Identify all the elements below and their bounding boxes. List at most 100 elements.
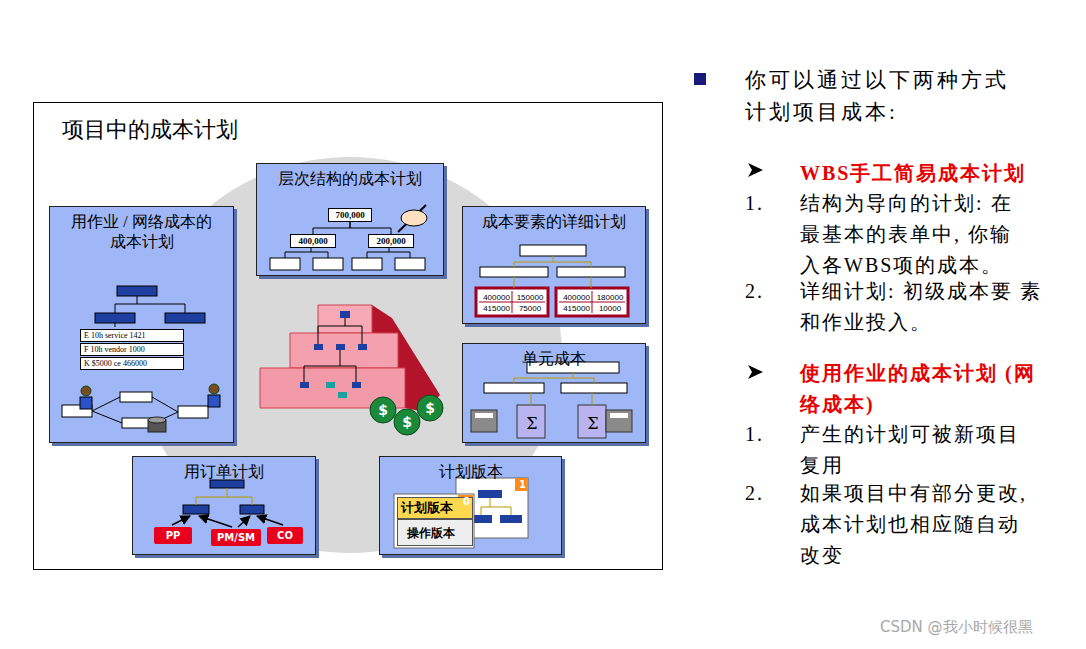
leader-line bbox=[285, 247, 311, 258]
illustration-box bbox=[610, 413, 628, 418]
illustration-circle bbox=[209, 384, 219, 394]
sum-symbol: Σ bbox=[520, 415, 544, 433]
illustration-box bbox=[520, 245, 586, 256]
illustration bbox=[62, 73, 763, 548]
node-text: 单元成本 bbox=[463, 344, 645, 369]
writing-hand bbox=[401, 210, 427, 226]
box-fill bbox=[49, 206, 234, 443]
illustration-box bbox=[80, 397, 92, 409]
order-tag: PP bbox=[154, 527, 192, 544]
illustration-circle bbox=[81, 386, 91, 396]
illustration-box bbox=[240, 505, 264, 514]
box-fill bbox=[256, 163, 444, 276]
leader-line bbox=[318, 318, 345, 344]
bullet-arrow bbox=[748, 163, 763, 177]
body-text: 1. bbox=[745, 419, 785, 450]
tree-connector bbox=[313, 222, 350, 234]
illustration-box bbox=[208, 395, 220, 407]
node-text: 400,000 bbox=[291, 235, 335, 247]
leader-line bbox=[481, 498, 490, 515]
leader-line bbox=[152, 397, 178, 412]
illustration-box bbox=[183, 505, 209, 514]
coin-stack bbox=[148, 417, 166, 423]
cost-box: 200,000 bbox=[368, 234, 414, 248]
illustration-box bbox=[475, 413, 493, 418]
leader-line bbox=[367, 247, 389, 258]
leader-line bbox=[340, 366, 356, 382]
leader-line bbox=[398, 205, 426, 232]
illustration-box bbox=[178, 406, 208, 418]
illustration-box bbox=[314, 344, 323, 350]
pyramid-shape bbox=[290, 333, 398, 368]
node-text: 计划版本 bbox=[380, 457, 561, 482]
illustration-box bbox=[117, 286, 157, 296]
illustration-box bbox=[517, 405, 545, 438]
illustration-box bbox=[471, 410, 497, 432]
connectors bbox=[313, 222, 391, 234]
leader-line bbox=[196, 488, 227, 505]
illustration-box bbox=[476, 288, 548, 316]
table-cell: 415000 bbox=[560, 303, 593, 314]
order-tag: CO bbox=[267, 527, 303, 544]
method-box: 计划版本计划版本操作版本01 bbox=[379, 456, 562, 555]
bullet-square bbox=[694, 73, 706, 85]
tree-connector bbox=[350, 222, 391, 234]
node-text: 用作业 / 网络成本的 成本计划 bbox=[50, 207, 233, 252]
leader-line bbox=[591, 277, 592, 288]
leader-line bbox=[592, 393, 593, 405]
illustration-box bbox=[300, 382, 309, 388]
leader-line bbox=[514, 373, 573, 383]
illustration-box bbox=[557, 267, 625, 277]
illustration-box bbox=[352, 382, 361, 388]
box-fill bbox=[132, 456, 316, 555]
version-number: 1 bbox=[516, 479, 529, 491]
method-box: 单元成本ΣΣ bbox=[462, 343, 646, 443]
version-number: 0 bbox=[459, 496, 474, 508]
table-cell: 400000 bbox=[480, 292, 513, 303]
node-text: E 10h service 1421 bbox=[81, 330, 183, 341]
leader-line bbox=[514, 277, 515, 288]
bullet-arrow bbox=[748, 365, 763, 379]
node-text: 层次结构的成本计划 bbox=[257, 164, 443, 189]
leader-line bbox=[573, 378, 594, 383]
illustration-box bbox=[578, 405, 606, 438]
node-text: 计划版本 bbox=[398, 498, 472, 518]
node-text: 200,000 bbox=[369, 235, 413, 247]
node-text: 操作版本 bbox=[398, 520, 472, 541]
table-cell: 75000 bbox=[514, 303, 546, 314]
illustration-box bbox=[395, 258, 425, 270]
leader-line bbox=[514, 256, 553, 267]
body-text: 详细计划: 初级成本要 素 和作业投入。 bbox=[800, 276, 1055, 338]
leader-line bbox=[115, 323, 116, 327]
activity-row: F 10h vendor 1000 bbox=[80, 343, 184, 356]
body-text: 结构为导向的计划: 在 最基本的表单中, 你输 入各WBS项的成本。 bbox=[800, 188, 1055, 281]
illustration-box bbox=[338, 392, 347, 398]
table-cell: 415000 bbox=[480, 303, 513, 314]
box-fill bbox=[462, 343, 646, 443]
node-text: 用订单计划 bbox=[133, 457, 315, 482]
illustration-box bbox=[561, 383, 627, 393]
activity-row: K $5000 ce 466000 bbox=[80, 357, 184, 370]
box-fill bbox=[379, 456, 562, 555]
diagram-panel: 项目中的成本计划层次结构的成本计划700,000400,000200,000用作… bbox=[33, 102, 663, 570]
node-text: PP bbox=[154, 527, 192, 544]
table-cell: 10000 bbox=[594, 303, 626, 314]
plan-version-card: 计划版本 bbox=[397, 497, 473, 519]
illustration-box bbox=[480, 267, 548, 277]
illustration-box bbox=[484, 383, 544, 393]
dollar-sign: $ bbox=[399, 413, 415, 431]
box-fill bbox=[462, 206, 646, 324]
leader-line bbox=[389, 252, 410, 258]
intro-text: 你可以通过以下两种方式 计划项目成本: bbox=[745, 64, 1045, 128]
order-arrow bbox=[199, 516, 232, 527]
watermark: CSDN @我小时候很黑 bbox=[880, 618, 1080, 636]
body-text: 如果项目中有部分更改, 成本计划也相应随自动 改变 bbox=[800, 478, 1055, 571]
illustration-box bbox=[326, 382, 335, 388]
leader-line bbox=[227, 497, 252, 505]
order-arrow bbox=[172, 516, 190, 525]
illustration-circle bbox=[394, 409, 420, 435]
body-text: 2. bbox=[745, 478, 785, 509]
table-cell: 150000 bbox=[514, 292, 546, 303]
illustration-box bbox=[95, 313, 135, 323]
